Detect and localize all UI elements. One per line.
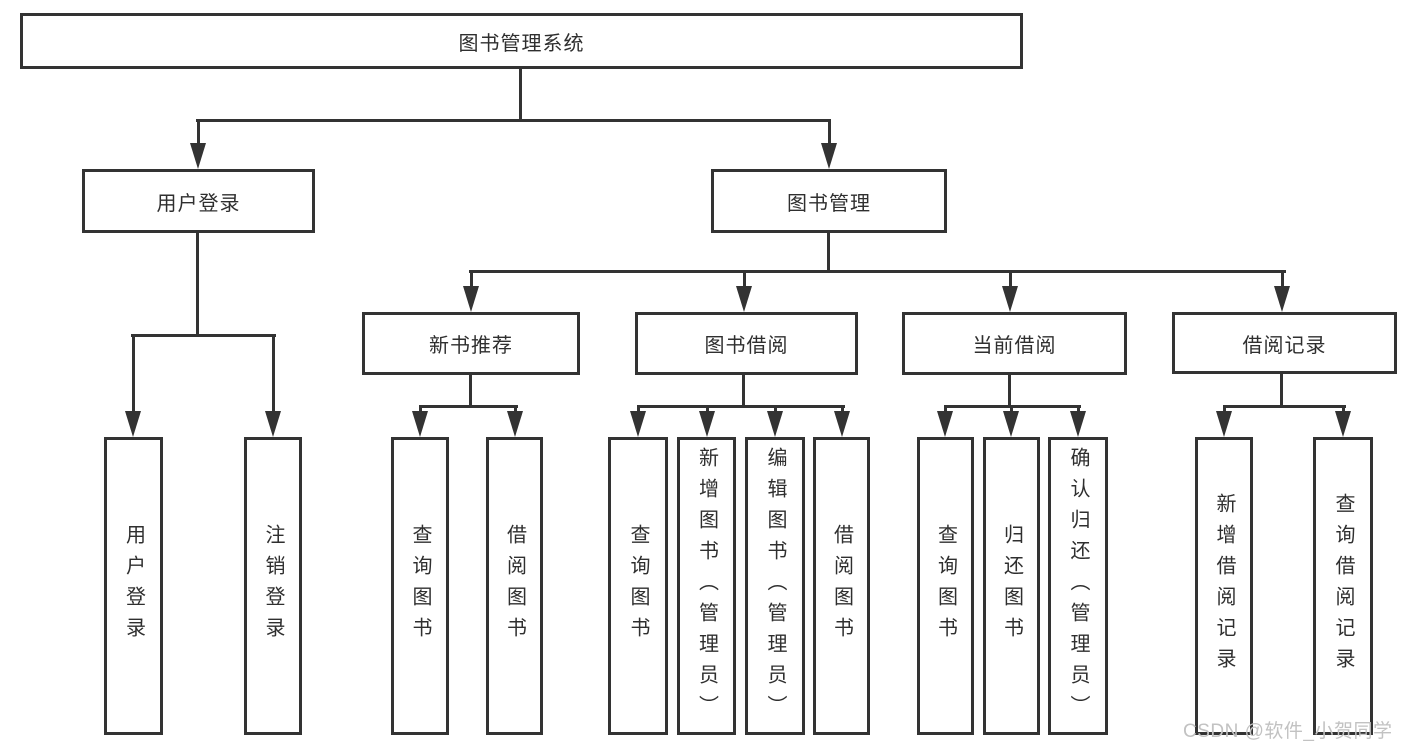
- connector-arrow: [821, 119, 837, 169]
- connector-arrow: [412, 405, 428, 437]
- connector-line: [419, 405, 518, 408]
- connector-arrow: [1002, 270, 1018, 312]
- connector-line: [827, 233, 830, 273]
- connector-line: [196, 233, 199, 337]
- connector-arrow: [1003, 405, 1019, 437]
- connector-arrow: [1216, 405, 1232, 437]
- node-label: 新增借阅记录: [1213, 493, 1235, 679]
- connector-line: [944, 405, 1081, 408]
- connector-line: [131, 334, 276, 337]
- connector-arrow: [736, 270, 752, 312]
- node-leaf-add-borrow-record: 新增借阅记录: [1195, 437, 1253, 735]
- connector-line: [469, 373, 472, 408]
- connector-arrow: [265, 334, 281, 437]
- connector-line: [196, 119, 831, 122]
- node-label: 新增图书（管理员）: [695, 446, 718, 726]
- node-leaf-borrow-books-borrowing: 借阅图书: [813, 437, 870, 735]
- connector-line: [1223, 405, 1346, 408]
- node-leaf-query-books-current: 查询图书: [917, 437, 974, 735]
- node-leaf-borrow-books-newbooks: 借阅图书: [486, 437, 543, 735]
- connector-line: [1008, 373, 1011, 408]
- node-leaf-return-books: 归还图书: [983, 437, 1040, 735]
- node-label: 图书管理系统: [458, 32, 585, 55]
- node-label: 用户登录: [156, 192, 241, 215]
- node-leaf-confirm-return-admin: 确认归还（管理员）: [1048, 437, 1108, 735]
- node-leaf-add-books-admin: 新增图书（管理员）: [677, 437, 736, 735]
- node-label: 查询图书: [934, 524, 957, 648]
- node-leaf-query-books-borrowing: 查询图书: [608, 437, 668, 735]
- node-label: 借阅图书: [503, 524, 526, 648]
- node-book-management: 图书管理: [711, 169, 947, 233]
- node-label: 当前借阅: [972, 335, 1057, 357]
- node-label: 图书借阅: [704, 335, 789, 357]
- connector-arrow: [767, 405, 783, 437]
- node-label: 确认归还（管理员）: [1067, 446, 1089, 726]
- node-label: 查询借阅记录: [1332, 493, 1354, 679]
- node-leaf-query-books-newbooks: 查询图书: [391, 437, 449, 735]
- node-label: 新书推荐: [429, 335, 513, 357]
- node-leaf-query-borrow-record: 查询借阅记录: [1313, 437, 1373, 735]
- node-label: 图书管理: [787, 192, 871, 215]
- connector-line: [637, 405, 845, 408]
- connector-arrow: [125, 334, 141, 437]
- connector-arrow: [834, 405, 850, 437]
- node-label: 查询图书: [627, 524, 649, 648]
- node-user-login: 用户登录: [82, 169, 315, 233]
- connector-arrow: [1335, 405, 1351, 437]
- node-library-system: 图书管理系统: [20, 13, 1023, 69]
- connector-arrow: [1274, 270, 1290, 312]
- node-current-borrowing: 当前借阅: [902, 312, 1127, 375]
- connector-arrow: [507, 405, 523, 437]
- connector-arrow: [190, 119, 206, 169]
- connector-line: [469, 270, 1286, 273]
- node-label: 借阅记录: [1242, 334, 1327, 357]
- node-label: 归还图书: [1000, 524, 1023, 648]
- connector-arrow: [699, 405, 715, 437]
- connector-line: [519, 69, 522, 121]
- connector-arrow: [630, 405, 646, 437]
- node-label: 借阅图书: [830, 524, 853, 648]
- connector-arrow: [1070, 405, 1086, 437]
- node-borrowing-records: 借阅记录: [1172, 312, 1397, 374]
- node-new-book-recommend: 新书推荐: [362, 312, 580, 375]
- node-leaf-logout: 注销登录: [244, 437, 302, 735]
- node-leaf-user-login: 用户登录: [104, 437, 163, 735]
- node-book-borrowing: 图书借阅: [635, 312, 858, 375]
- connector-line: [742, 373, 745, 408]
- connector-arrow: [937, 405, 953, 437]
- node-label: 编辑图书（管理员）: [764, 446, 786, 726]
- node-label: 注销登录: [262, 524, 284, 648]
- node-label: 用户登录: [122, 524, 145, 648]
- node-leaf-edit-books-admin: 编辑图书（管理员）: [745, 437, 805, 735]
- watermark: CSDN @软件_小贺同学: [1183, 721, 1393, 742]
- node-label: 查询图书: [409, 524, 431, 648]
- connector-arrow: [463, 270, 479, 312]
- connector-line: [1280, 373, 1283, 408]
